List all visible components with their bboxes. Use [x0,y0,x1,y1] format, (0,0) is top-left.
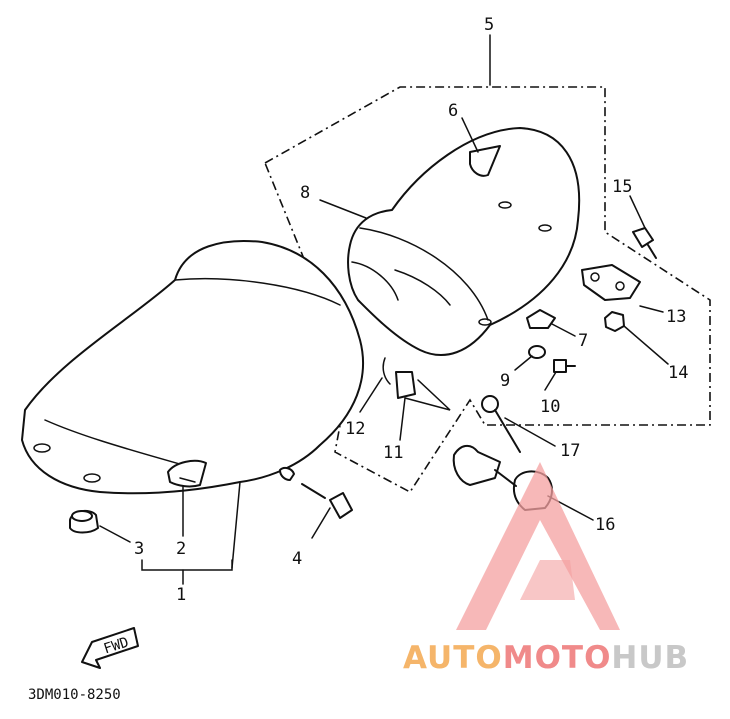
leader-lines [99,34,669,585]
bolt-15 [632,227,657,259]
callout-14: 14 [668,363,688,383]
callout-5: 5 [484,15,494,35]
clip-11 [395,371,416,399]
watermark-part2: MOTO [503,640,612,676]
fwd-arrow: FWD [81,627,139,669]
callout-4: 4 [292,549,302,569]
seat-tab [167,459,207,488]
callout-8: 8 [300,183,310,203]
passenger-seat [347,127,581,356]
screw-10 [553,359,576,373]
bracket-7 [526,309,556,329]
callout-17: 17 [560,441,580,461]
callout-7: 7 [578,331,588,351]
pin-12 [382,357,391,385]
watermark-triangle [456,462,620,630]
callout-12: 12 [345,419,365,439]
diagram-code: 3DM010-8250 [28,687,121,703]
callout-9: 9 [500,371,510,391]
callout-6: 6 [448,101,458,121]
rider-seat [21,240,364,569]
callout-11: 11 [383,443,403,463]
callout-15: 15 [612,177,632,197]
watermark-logo: AUTOMOTOHUB [403,462,689,676]
callout-13: 13 [666,307,686,327]
watermark-part3: HUB [611,640,689,676]
fwd-label: FWD [102,634,131,657]
bolt-17 [481,395,521,453]
callout-16: 16 [595,515,615,535]
bolt-part [279,466,353,519]
svg-text:AUTOMOTOHUB: AUTOMOTOHUB [403,640,689,676]
assembly-boundary [264,86,711,494]
nut-14 [604,311,625,332]
plate-13 [581,264,641,301]
damper-part [69,509,99,534]
callout-labels: 5 6 8 15 13 7 14 9 10 12 17 11 16 3 2 4 … [134,15,688,605]
callout-10: 10 [540,397,560,417]
callout-2: 2 [176,539,186,559]
watermark-part1: AUTO [403,640,503,676]
callout-3: 3 [134,539,144,559]
washer-9 [528,345,546,359]
callout-1: 1 [176,585,186,605]
